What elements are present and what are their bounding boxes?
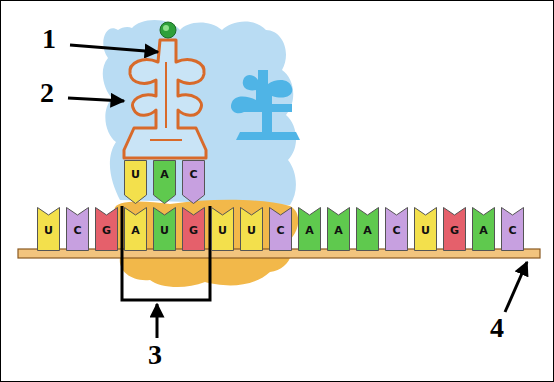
- nucleotide-base: G: [443, 207, 466, 251]
- nucleotide-base: C: [501, 207, 524, 251]
- base-letter: U: [240, 225, 263, 237]
- base-outline: [183, 208, 205, 251]
- nucleotide-base: G: [182, 207, 205, 251]
- base-outline: [38, 208, 60, 251]
- small-subunit: [113, 200, 299, 287]
- base-outline: [328, 208, 350, 251]
- nucleotide-base: C: [385, 207, 408, 251]
- callout-number: 3: [148, 340, 162, 370]
- nucleotide-base: G: [95, 207, 118, 251]
- nucleotide-base: A: [153, 160, 176, 204]
- base-letter: U: [37, 225, 60, 237]
- base-outline: [154, 161, 176, 204]
- base-letter: A: [327, 225, 350, 237]
- nucleotide-base: U: [211, 207, 234, 251]
- nucleotide-base: U: [37, 207, 60, 251]
- callout-number: 2: [40, 78, 54, 108]
- base-outline: [386, 208, 408, 251]
- base-letter: G: [182, 225, 205, 237]
- nucleotide-base: C: [182, 160, 205, 204]
- trna-stem: [150, 62, 182, 140]
- nucleotide-base: U: [153, 207, 176, 251]
- base-letter: U: [124, 169, 147, 181]
- base-letter: C: [385, 225, 408, 237]
- base-letter: G: [443, 225, 466, 237]
- base-letter: U: [153, 225, 176, 237]
- trna-molecule: [124, 40, 206, 158]
- base-shape: [153, 160, 176, 204]
- leader-arrow: [70, 45, 158, 52]
- base-outline: [270, 208, 292, 251]
- base-outline: [299, 208, 321, 251]
- base-letter: A: [472, 225, 495, 237]
- base-letter: A: [124, 225, 147, 237]
- base-outline: [502, 208, 524, 251]
- base-letter: C: [269, 225, 292, 237]
- base-outline: [125, 208, 147, 251]
- nucleotide-base: A: [124, 207, 147, 251]
- base-outline: [473, 208, 495, 251]
- leader-arrow: [505, 262, 527, 312]
- base-letter: G: [95, 225, 118, 237]
- codon-bracket: [122, 206, 210, 300]
- callout-number: 1: [42, 24, 56, 54]
- base-outline: [212, 208, 234, 251]
- nucleotide-base: C: [269, 207, 292, 251]
- callout-number: 4: [490, 313, 504, 343]
- base-letter: U: [211, 225, 234, 237]
- base-shape: [182, 160, 205, 204]
- base-letter: A: [298, 225, 321, 237]
- base-outline: [96, 208, 118, 251]
- base-shape: [124, 160, 147, 204]
- base-outline: [444, 208, 466, 251]
- base-outline: [357, 208, 379, 251]
- base-outline: [415, 208, 437, 251]
- nucleotide-base: U: [414, 207, 437, 251]
- base-letter: A: [356, 225, 379, 237]
- base-letter: A: [153, 169, 176, 181]
- amino-acid-highlight: [163, 25, 169, 31]
- base-outline: [125, 161, 147, 204]
- leader-arrow: [68, 98, 124, 101]
- nucleotide-base: C: [66, 207, 89, 251]
- nucleotide-base: A: [298, 207, 321, 251]
- base-outline: [183, 161, 205, 204]
- base-outline: [154, 208, 176, 251]
- base-outline: [241, 208, 263, 251]
- base-letter: C: [66, 225, 89, 237]
- nucleotide-base: A: [327, 207, 350, 251]
- leader-arrow: [156, 304, 159, 338]
- nucleotide-base: A: [472, 207, 495, 251]
- base-outline: [67, 208, 89, 251]
- shadow-trna: [231, 70, 300, 140]
- base-letter: U: [414, 225, 437, 237]
- base-letter: C: [501, 225, 524, 237]
- amino-acid: [160, 22, 176, 38]
- base-letter: C: [182, 169, 205, 181]
- nucleotide-base: U: [124, 160, 147, 204]
- nucleotide-base: U: [240, 207, 263, 251]
- nucleotide-base: A: [356, 207, 379, 251]
